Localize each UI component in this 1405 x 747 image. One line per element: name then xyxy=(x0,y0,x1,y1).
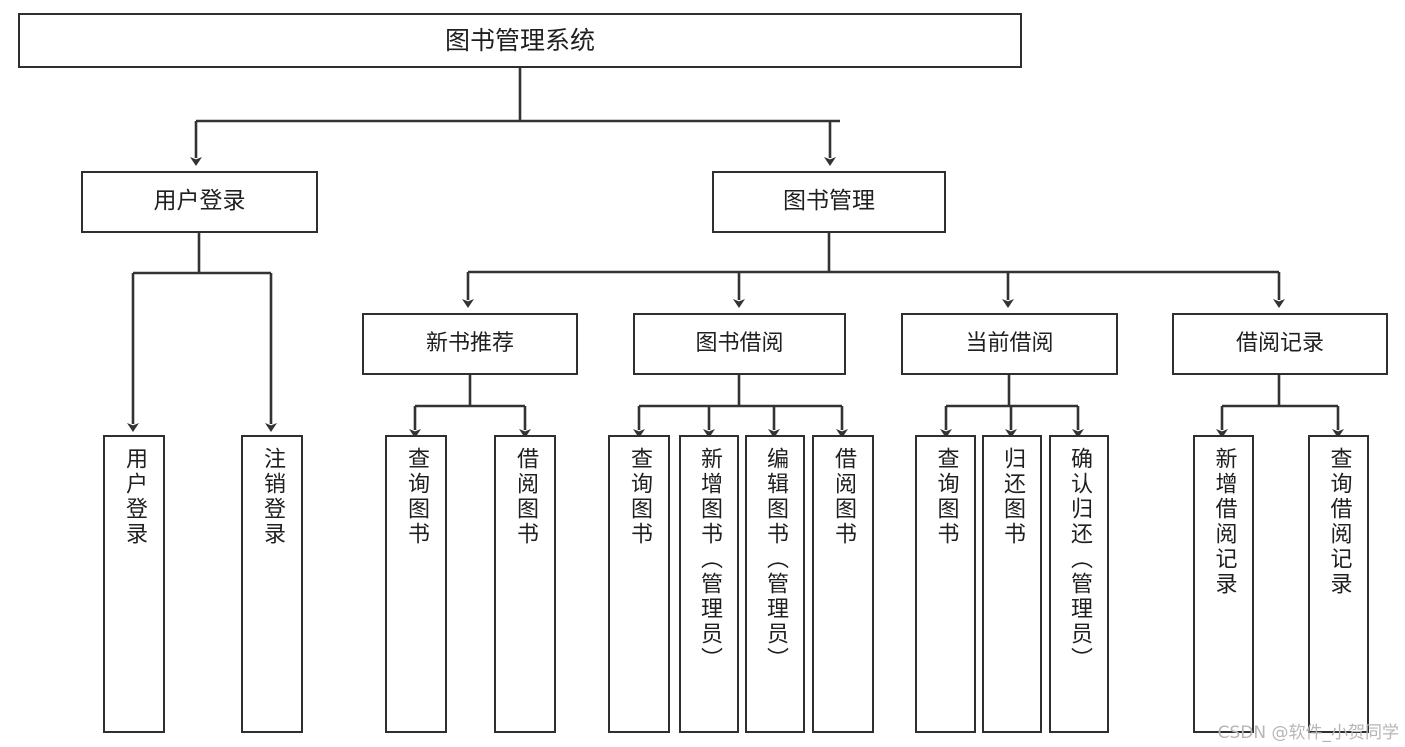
leaf-user-login-login[interactable]: 用户登录 xyxy=(103,435,165,733)
node-label: 归还图书 xyxy=(1000,447,1025,547)
leaf-book-borrow-borrow-book[interactable]: 借阅图书 xyxy=(812,435,874,733)
node-label: 新书推荐 xyxy=(425,330,514,356)
leaf-current-borrow-query-book[interactable]: 查询图书 xyxy=(915,435,976,733)
leaf-new-book-borrow-book[interactable]: 借阅图书 xyxy=(494,435,556,733)
node-label: 确认归还（管理员） xyxy=(1067,447,1092,672)
node-book-management[interactable]: 图书管理 xyxy=(712,171,946,233)
leaf-book-borrow-query-book[interactable]: 查询图书 xyxy=(608,435,670,733)
node-label: 新增借阅记录 xyxy=(1211,447,1237,597)
node-label: 借阅记录 xyxy=(1235,330,1324,356)
node-label: 图书管理 xyxy=(783,188,875,215)
node-label: 当前借阅 xyxy=(965,330,1054,356)
node-label: 编辑图书（管理员） xyxy=(763,447,788,672)
leaf-current-borrow-confirm-return-admin[interactable]: 确认归还（管理员） xyxy=(1049,435,1109,733)
node-current-borrow[interactable]: 当前借阅 xyxy=(901,313,1118,375)
node-root-book-management-system[interactable]: 图书管理系统 xyxy=(18,13,1022,68)
watermark: CSDN @软件_小贺同学 xyxy=(1217,723,1399,743)
node-user-login[interactable]: 用户登录 xyxy=(81,171,318,233)
node-new-book-recommend[interactable]: 新书推荐 xyxy=(362,313,578,375)
node-book-borrow[interactable]: 图书借阅 xyxy=(633,313,846,375)
leaf-borrow-records-add-record[interactable]: 新增借阅记录 xyxy=(1193,435,1254,733)
node-label: 注销登录 xyxy=(260,447,285,547)
node-label: 图书借阅 xyxy=(695,330,784,356)
node-label: 图书管理系统 xyxy=(444,25,595,55)
node-label: 新增图书（管理员） xyxy=(697,447,722,672)
node-label: 查询图书 xyxy=(404,447,429,547)
node-label: 查询图书 xyxy=(933,447,959,547)
leaf-book-borrow-add-book-admin[interactable]: 新增图书（管理员） xyxy=(679,435,739,733)
node-label: 借阅图书 xyxy=(513,447,538,547)
leaf-new-book-query-book[interactable]: 查询图书 xyxy=(385,435,447,733)
leaf-current-borrow-return-book[interactable]: 归还图书 xyxy=(982,435,1042,733)
leaf-book-borrow-edit-book-admin[interactable]: 编辑图书（管理员） xyxy=(745,435,805,733)
leaf-borrow-records-query-record[interactable]: 查询借阅记录 xyxy=(1308,435,1369,733)
node-borrow-records[interactable]: 借阅记录 xyxy=(1172,313,1388,375)
node-label: 查询图书 xyxy=(627,447,652,547)
node-label: 用户登录 xyxy=(153,188,246,215)
leaf-user-login-logout[interactable]: 注销登录 xyxy=(241,435,303,733)
node-label: 借阅图书 xyxy=(831,447,856,547)
node-label: 用户登录 xyxy=(122,447,147,547)
node-label: 查询借阅记录 xyxy=(1326,447,1352,597)
